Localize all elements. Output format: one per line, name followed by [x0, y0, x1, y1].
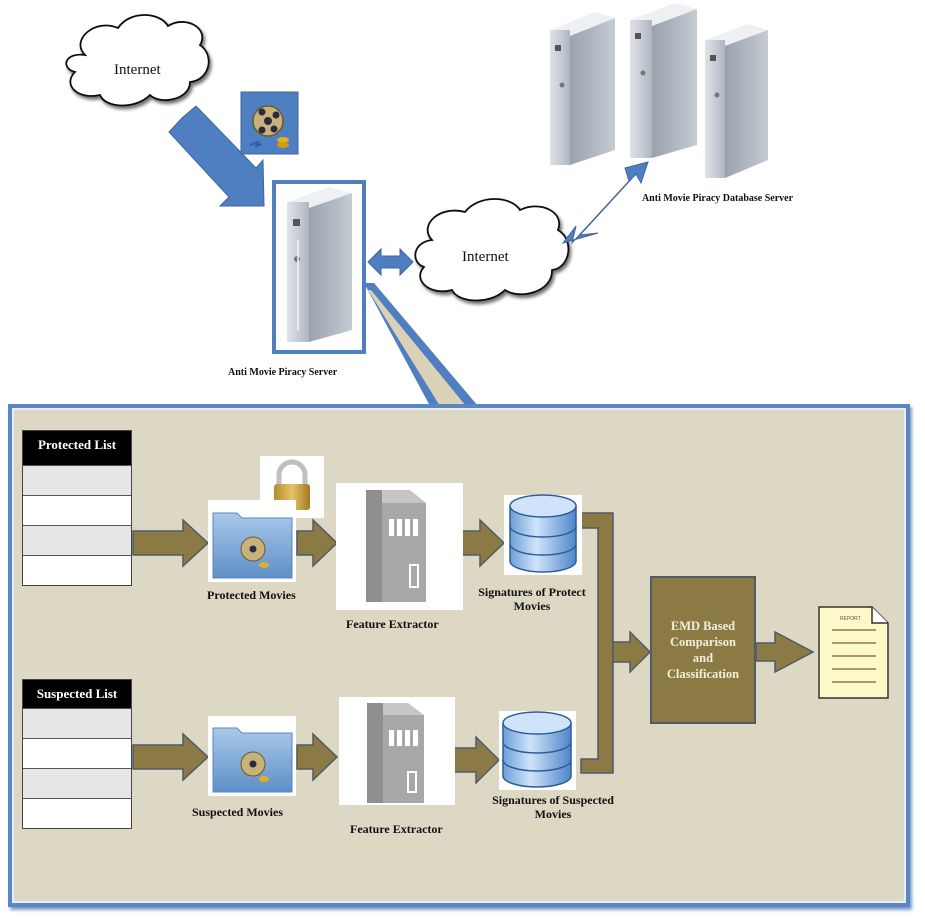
internet-cloud-center — [414, 198, 570, 302]
arrow-suspected-movies-to-extractor — [296, 732, 339, 782]
database-server-label: Anti Movie Piracy Database Server — [641, 193, 794, 204]
bidirectional-arrow-server-internet — [367, 247, 414, 277]
feature-extractor-top-label: Feature Extractor — [346, 617, 439, 631]
feature-extractor-top-icon — [336, 483, 463, 610]
internet-cloud-left — [65, 14, 210, 107]
anti-piracy-server-label: Anti Movie Piracy Server — [228, 367, 338, 378]
protected-list-header: Protected List — [23, 431, 131, 465]
feature-extractor-bottom-label: Feature Extractor — [350, 822, 443, 836]
report-title: REPORT — [840, 616, 861, 622]
arrow-emd-to-report — [755, 630, 815, 674]
protected-list-row[interactable] — [23, 525, 131, 555]
suspected-list-row[interactable] — [23, 798, 131, 828]
signatures-suspected-label: Signatures of Suspected Movies — [492, 793, 614, 821]
feature-extractor-bottom-icon — [339, 697, 455, 805]
suspected-movies-folder-icon — [208, 716, 296, 796]
protected-list-row[interactable] — [23, 555, 131, 585]
connector-beam — [364, 283, 478, 406]
protected-list-table: Protected List — [22, 430, 132, 586]
signatures-suspected-database-icon — [499, 711, 576, 790]
suspected-movies-label: Suspected Movies — [192, 805, 283, 819]
movie-file-icon — [240, 91, 299, 155]
suspected-list-table: Suspected List — [22, 679, 132, 829]
database-servers — [550, 3, 768, 178]
internet-left-label: Internet — [114, 62, 161, 78]
arrow-protected-movies-to-extractor — [296, 518, 339, 568]
signatures-protect-label: Signatures of Protect Movies — [478, 585, 586, 613]
suspected-list-row[interactable] — [23, 708, 131, 738]
suspected-list-row[interactable] — [23, 768, 131, 798]
emd-comparison-classification-block: EMD Based Comparison and Classification — [650, 576, 756, 724]
arrow-suspected-list-to-movies — [132, 732, 210, 782]
signatures-protect-database-icon — [504, 494, 582, 575]
arrow-protected-list-to-movies — [132, 518, 210, 568]
merge-connector — [580, 512, 614, 774]
protected-list-row[interactable] — [23, 495, 131, 525]
suspected-list-row[interactable] — [23, 738, 131, 768]
protected-movies-label: Protected Movies — [207, 588, 296, 602]
arrow-merge-to-emd — [612, 630, 652, 674]
suspected-list-header: Suspected List — [23, 680, 131, 708]
bidirectional-arrow-internet-database — [561, 161, 649, 245]
protected-list-row[interactable] — [23, 465, 131, 495]
internet-center-label: Internet — [462, 249, 509, 265]
report-document-icon — [818, 606, 889, 699]
protected-movies-folder-icon — [208, 500, 296, 582]
anti-piracy-server — [272, 180, 366, 354]
download-arrow — [168, 105, 265, 207]
